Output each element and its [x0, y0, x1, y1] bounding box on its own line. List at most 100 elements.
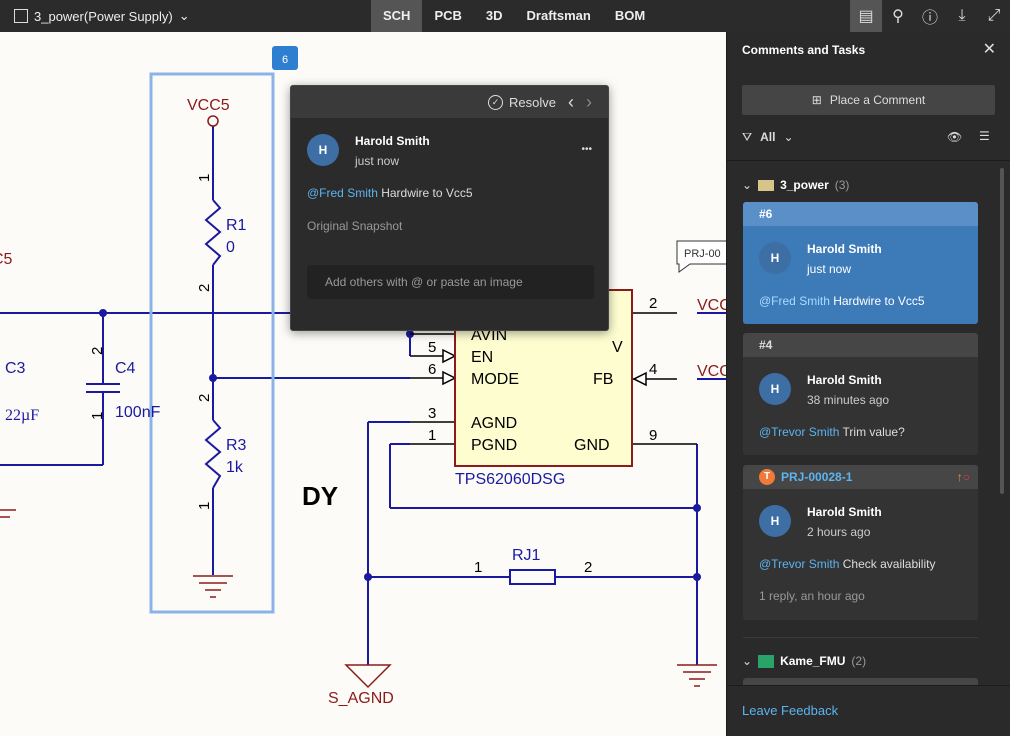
avatar: H: [307, 134, 339, 166]
priority-up-icon: ↑○: [956, 470, 970, 484]
card-id: #6: [743, 202, 978, 226]
card-id: #4: [743, 333, 978, 357]
vcc-net-label: VCC: [697, 363, 726, 380]
comments-panel: Comments and Tasks ✕ ⊞Place a Comment ⛛A…: [726, 32, 1010, 736]
folder-icon: [758, 179, 775, 191]
tab-draftsman[interactable]: Draftsman: [526, 8, 591, 23]
reply-count[interactable]: 1 reply, an hour ago: [759, 589, 865, 603]
mention[interactable]: @Fred Smith: [759, 294, 830, 308]
group-name: Kame_FMU: [780, 654, 846, 668]
mention[interactable]: @Trevor Smith: [759, 557, 840, 571]
comment-text: Hardwire to Vcc5: [377, 186, 473, 200]
timestamp: 38 minutes ago: [807, 393, 890, 407]
timestamp: 2 hours ago: [807, 525, 871, 539]
selection-box: [149, 72, 275, 614]
group-count: (3): [834, 178, 850, 192]
pin-number: 2: [584, 559, 592, 576]
mention[interactable]: @Trevor Smith: [759, 425, 840, 439]
ic-pin-pgnd: PGND: [471, 437, 517, 454]
close-icon[interactable]: ✕: [982, 41, 996, 58]
pin-number: 1: [196, 502, 213, 510]
group-3-power[interactable]: ⌄3_power(3): [742, 178, 849, 192]
settings-sliders-icon[interactable]: ☰: [979, 129, 990, 143]
r3-label: R3: [226, 437, 247, 454]
ic-pin-en: EN: [471, 349, 493, 366]
c4-label: C4: [115, 360, 136, 377]
eye-icon[interactable]: 👁: [947, 130, 963, 144]
original-snapshot-link[interactable]: Original Snapshot: [307, 219, 403, 233]
group-kame-fmu[interactable]: ⌄Kame_FMU(2): [742, 654, 866, 668]
tab-bom[interactable]: BOM: [614, 8, 646, 23]
pin-number: 4: [649, 361, 657, 378]
ic-pin-mode: MODE: [471, 371, 519, 388]
rj1-label: RJ1: [512, 547, 541, 564]
resolve-label: Resolve: [509, 94, 556, 110]
download-icon[interactable]: ⤓: [958, 7, 966, 24]
ic-pin-fb: FB: [593, 371, 613, 388]
search-icon[interactable]: ⚲: [892, 8, 904, 25]
comment-callout[interactable]: PRJ-00: [684, 248, 721, 260]
s-agnd-label: S_AGND: [328, 690, 394, 707]
filter-dropdown[interactable]: ⛛All⌄: [742, 130, 794, 145]
fullscreen-icon[interactable]: ⤢: [987, 7, 1001, 24]
top-bar: 3_power(Power Supply) ⌄ SCH PCB 3D Draft…: [0, 0, 1010, 32]
comment-text: Check availability: [839, 557, 936, 571]
pin-number: 2: [649, 295, 657, 312]
check-circle-icon: ✓: [488, 94, 504, 110]
c3-label: C3: [5, 360, 26, 377]
user-badge: T: [759, 469, 775, 485]
avatar: H: [759, 505, 791, 537]
pin-number: 1: [89, 412, 106, 420]
tab-sch[interactable]: SCH: [371, 0, 423, 32]
ic-pin-avin: AVIN: [471, 327, 507, 344]
comment-card[interactable]: #6 H Harold Smith just now @Fred Smith H…: [743, 202, 978, 324]
pin-number: 1: [428, 427, 436, 444]
selection-badge[interactable]: 6: [282, 54, 288, 66]
author-name: Harold Smith: [355, 134, 430, 148]
vcc5-label: VCC5: [187, 97, 230, 114]
pin-number: 1: [474, 559, 482, 576]
task-card[interactable]: T PRJ-00028-1 ↑○ H Harold Smith 2 hours ag…: [743, 465, 978, 620]
dy-label: DY: [302, 481, 338, 511]
timestamp: just now: [807, 262, 852, 276]
comment-popup: ✓Resolve ‹ › H Harold Smith just now •••…: [290, 85, 609, 331]
filter-icon: ⛛: [742, 130, 753, 144]
chevron-down-icon: ⌄: [783, 130, 794, 144]
next-icon[interactable]: ›: [586, 91, 592, 112]
r1-label: R1: [226, 217, 247, 234]
more-options-icon[interactable]: •••: [581, 144, 592, 155]
r3-value: 1k: [226, 459, 244, 476]
place-comment-button[interactable]: ⊞ Place a Comment: [742, 85, 995, 115]
comments-icon[interactable]: ▤: [850, 0, 882, 32]
resolve-button[interactable]: ✓ Resolve: [488, 94, 556, 110]
leave-feedback-link[interactable]: Leave Feedback: [742, 703, 839, 718]
mention[interactable]: @Fred Smith: [307, 186, 378, 200]
tab-pcb[interactable]: PCB: [434, 8, 462, 23]
pin-number: 2: [196, 284, 213, 292]
avatar: H: [759, 373, 791, 405]
author-name: Harold Smith: [807, 373, 882, 387]
author-name: Harold Smith: [807, 505, 882, 519]
project-selector[interactable]: 3_power(Power Supply) ⌄: [14, 8, 190, 24]
place-comment-label: Place a Comment: [829, 93, 926, 107]
pin-number: 2: [196, 394, 213, 402]
c4-value: 100nF: [115, 404, 161, 421]
pin-number: 1: [196, 174, 213, 182]
tab-3d[interactable]: 3D: [485, 8, 503, 23]
group-count: (2): [851, 654, 867, 668]
ic-pin-top: V: [612, 339, 623, 356]
prev-icon[interactable]: ‹: [568, 91, 574, 112]
task-id[interactable]: PRJ-00028-1: [781, 470, 853, 484]
ic-pin-agnd: AGND: [471, 415, 517, 432]
author-name: Harold Smith: [807, 242, 882, 256]
info-icon[interactable]: ⓘ: [921, 10, 938, 27]
comment-card[interactable]: #4 H Harold Smith 38 minutes ago @Trevor…: [743, 333, 978, 455]
scrollbar[interactable]: [1000, 168, 1004, 494]
vcc-net-label: VCC: [697, 297, 726, 314]
pcb-icon: [758, 654, 775, 668]
project-name: 3_power(Power Supply): [34, 8, 173, 24]
reply-input[interactable]: Add others with @ or paste an image: [307, 265, 594, 299]
ic-name: TPS62060DSG: [455, 471, 565, 488]
ic-pin-gnd: GND: [574, 437, 610, 454]
add-comment-icon: ⊞: [811, 93, 822, 107]
